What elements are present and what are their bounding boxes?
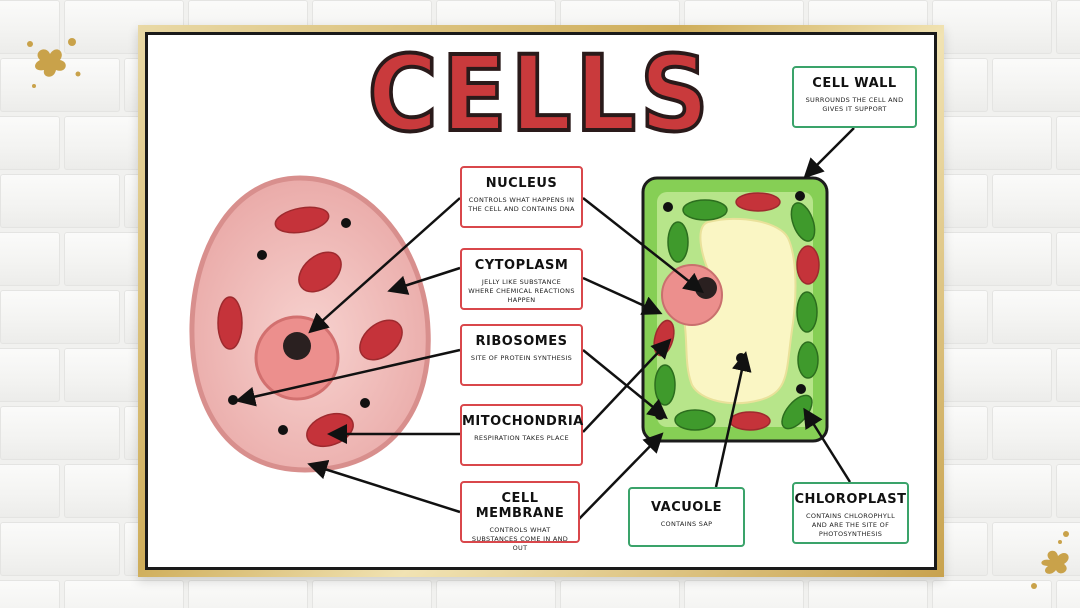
chloroplast (790, 202, 816, 242)
chloroplast (797, 341, 819, 379)
arrow-chloroplast (803, 407, 852, 483)
plant-ribosome (795, 191, 805, 201)
gold-splatter-top-left (27, 38, 81, 88)
animal-cell (189, 175, 431, 473)
cell-membrane-description: CONTROLS WHAT SUBSTANCES COME IN AND OUT (471, 526, 569, 552)
arrow-cytoplasm-animal (387, 266, 461, 295)
chloroplast (682, 199, 728, 221)
nucleus-label: NUCLEUS CONTROLS WHAT HAPPENS IN THE CEL… (460, 166, 583, 228)
plant-ribosome (663, 202, 673, 212)
arrow-mitochondria-plant (582, 338, 672, 433)
mitochondria-title: MITOCHONDRIA (462, 414, 584, 429)
arrow-membrane-animal (307, 460, 461, 514)
mitochondria-description: RESPIRATION TAKES PLACE (474, 434, 569, 442)
chloroplast-title: CHLOROPLAST (794, 492, 907, 507)
plant-mitochondrion (729, 411, 771, 431)
animal-ribosome (257, 250, 267, 260)
animal-ribosome (360, 398, 370, 408)
arrow-ribosomes-animal (235, 348, 461, 407)
plant-mitochondrion (735, 192, 781, 212)
animal-mitochondrion (274, 206, 330, 234)
nucleus-description: CONTROLS WHAT HAPPENS IN THE CELL AND CO… (468, 196, 575, 213)
arrow-nucleus-plant (582, 197, 704, 294)
animal-ribosome (228, 395, 238, 405)
cytoplasm-title: CYTOPLASM (474, 258, 569, 273)
cell-wall-description: SURROUNDS THE CELL AND GIVES IT SUPPORT (805, 96, 904, 113)
ribosomes-label: RIBOSOMES SITE OF PROTEIN SYNTHESIS (460, 324, 583, 386)
plant-ribosome (796, 384, 806, 394)
cell-membrane-label: CELL MEMBRANE CONTROLS WHAT SUBSTANCES C… (460, 481, 580, 552)
plant-mitochondrion (796, 245, 820, 285)
vacuole-description: CONTAINS SAP (660, 520, 713, 528)
cell-wall-title: CELL WALL (812, 76, 897, 91)
chloroplast-description: CONTAINS CHLOROPHYLL AND ARE THE SITE OF… (806, 512, 895, 538)
cell-membrane-title: CELL MEMBRANE (475, 491, 565, 521)
arrow-cell-wall (803, 127, 855, 179)
chloroplast (667, 221, 689, 263)
animal-mitochondrion (359, 319, 403, 361)
animal-mitochondrion (217, 296, 243, 350)
animal-nucleus (283, 332, 311, 360)
chloroplast (674, 409, 716, 431)
cell-wall-label: CELL WALL SURROUNDS THE CELL AND GIVES I… (792, 66, 917, 128)
nucleus-title: NUCLEUS (485, 176, 558, 191)
ribosomes-title: RIBOSOMES (475, 334, 568, 349)
animal-ribosome (341, 218, 351, 228)
vacuole-label: VACUOLE CONTAINS SAP (628, 487, 745, 547)
animal-mitochondrion (298, 251, 342, 293)
chloroplast-label: CHLOROPLAST CONTAINS CHLOROPHYLL AND ARE… (792, 482, 909, 544)
gold-splatter-bottom-right (1031, 531, 1069, 589)
chloroplast (654, 364, 676, 406)
chloroplast (796, 291, 818, 333)
arrow-membrane-plant (577, 432, 664, 521)
page-title: CELLS (366, 33, 713, 155)
arrow-vacuole (714, 351, 752, 488)
mitochondria-label: MITOCHONDRIA RESPIRATION TAKES PLACE (460, 404, 583, 466)
animal-ribosome (278, 425, 288, 435)
cytoplasm-description: JELLY LIKE SUBSTANCE WHERE CHEMICAL REAC… (468, 278, 575, 304)
arrow-nucleus-animal (308, 197, 461, 334)
arrow-ribosomes-plant (582, 349, 668, 420)
ribosomes-description: SITE OF PROTEIN SYNTHESIS (470, 354, 573, 362)
cytoplasm-label: CYTOPLASM JELLY LIKE SUBSTANCE WHERE CHE… (460, 248, 583, 310)
pointer-arrows (235, 127, 855, 521)
vacuole-title: VACUOLE (650, 500, 723, 515)
arrow-cytoplasm-plant (582, 276, 663, 315)
